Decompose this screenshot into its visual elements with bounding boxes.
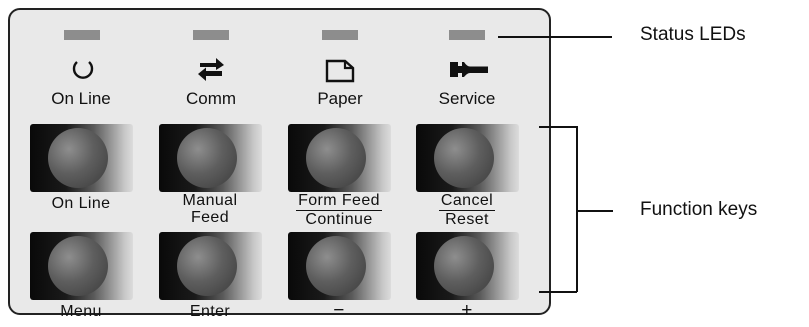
key-label-cancel-reset: Cancel Reset [408, 192, 526, 228]
key-label-manual-feed: Manual Feed [151, 192, 269, 226]
led-paper [322, 30, 358, 40]
indicator-label-comm: Comm [185, 89, 237, 108]
indicator-label-online: On Line [51, 89, 111, 108]
menu-key[interactable] [30, 232, 133, 300]
key-label-online: On Line [22, 195, 140, 212]
function-keys-bracket-spine [576, 126, 578, 292]
key-label-enter: Enter [189, 303, 231, 320]
key-dome [434, 128, 494, 188]
key-label-plus: + [461, 300, 473, 321]
status-leds-callout: Status LEDs [640, 24, 746, 45]
key-label-manual: Manual [182, 192, 238, 209]
indicator-label-paper: Paper [317, 89, 363, 108]
led-online [64, 30, 100, 40]
paper-sheet-icon [325, 59, 355, 83]
key-label-feed: Feed [190, 209, 230, 226]
power-ring-icon [72, 61, 94, 79]
indicator-label-service: Service [438, 89, 496, 108]
minus-key[interactable] [288, 232, 391, 300]
manual-feed-key[interactable] [159, 124, 262, 192]
key-label-form-feed: Form Feed [296, 192, 382, 211]
bidirectional-arrows-icon [198, 58, 224, 81]
key-dome [306, 128, 366, 188]
led-comm [193, 30, 229, 40]
cancel-key[interactable] [416, 124, 519, 192]
status-leds-leader-line [498, 36, 612, 38]
enter-key[interactable] [159, 232, 262, 300]
function-keys-callout: Function keys [640, 199, 758, 220]
key-dome [306, 236, 366, 296]
key-label-minus: − [333, 300, 345, 321]
function-keys-bracket-bottom [539, 291, 577, 293]
key-dome [177, 236, 237, 296]
key-label-cancel: Cancel [438, 192, 496, 211]
function-keys-bracket-top [539, 126, 577, 128]
key-label-online-text: On Line [51, 195, 111, 212]
key-dome [177, 128, 237, 188]
key-label-reset: Reset [445, 211, 489, 228]
led-service [449, 30, 485, 40]
wrench-icon [450, 62, 488, 77]
key-dome [48, 236, 108, 296]
form-feed-key[interactable] [288, 124, 391, 192]
key-label-continue: Continue [305, 211, 373, 228]
function-keys-leader-line [577, 210, 613, 212]
key-label-form-feed-continue: Form Feed Continue [280, 192, 398, 228]
key-label-menu: Menu [60, 303, 102, 320]
online-key[interactable] [30, 124, 133, 192]
key-dome [434, 236, 494, 296]
plus-key[interactable] [416, 232, 519, 300]
key-dome [48, 128, 108, 188]
